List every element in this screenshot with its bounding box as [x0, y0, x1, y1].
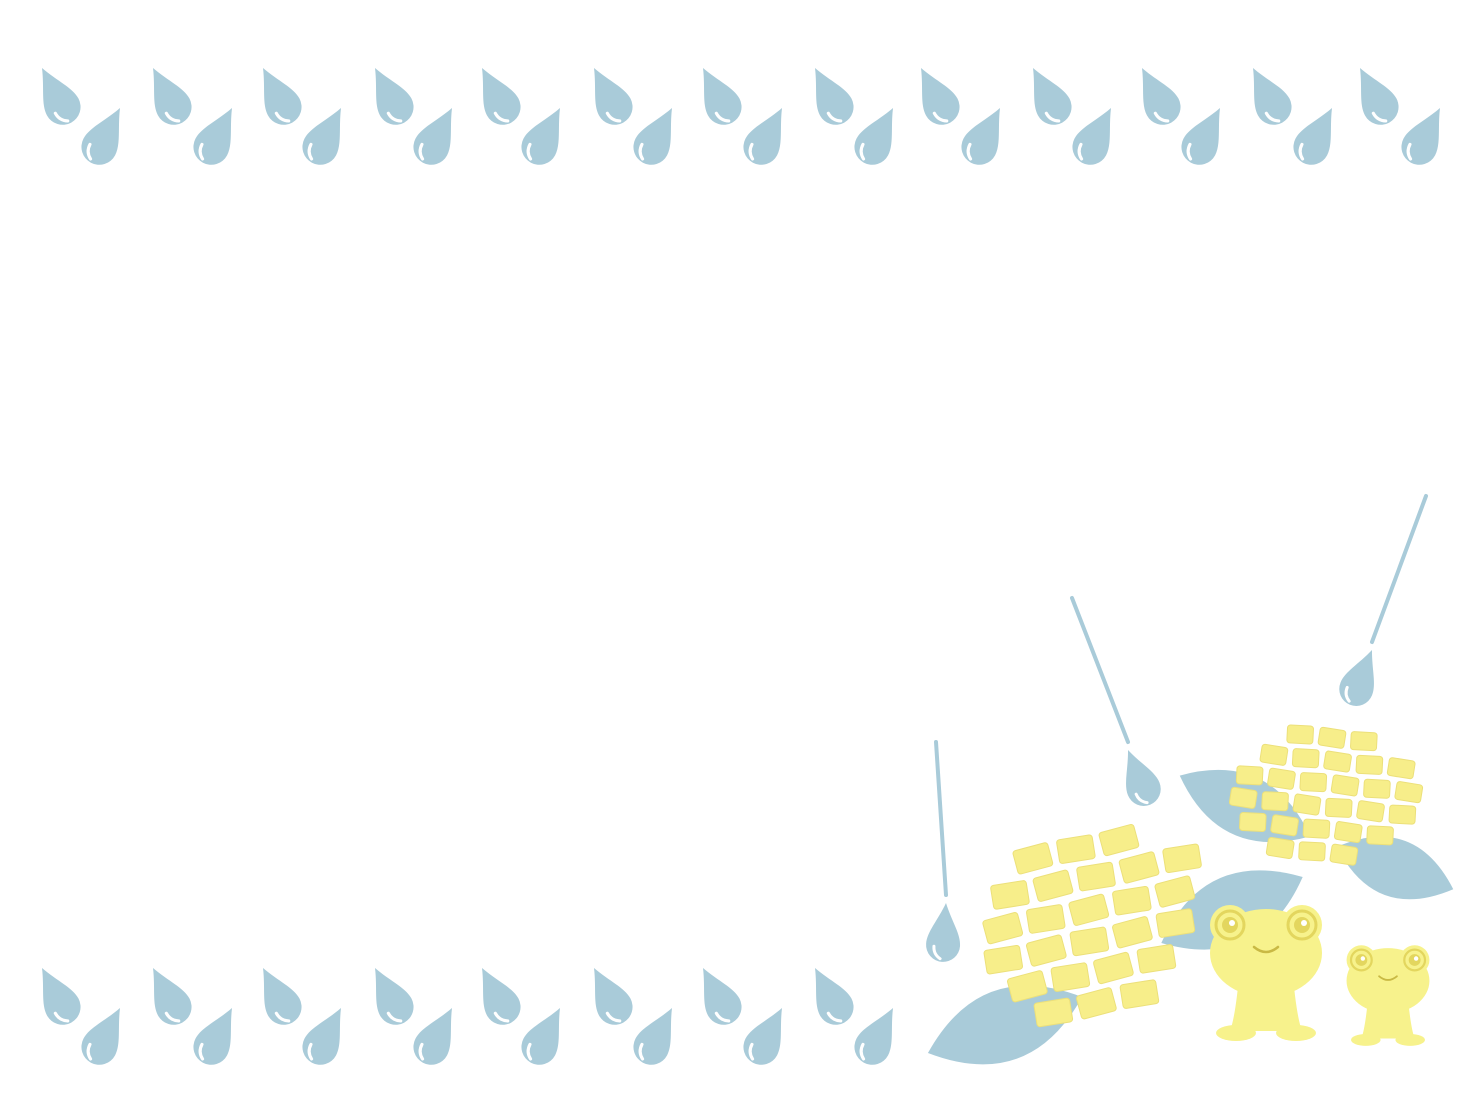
- raindrop-icon: [1339, 650, 1374, 706]
- frog-eye-icon: [1282, 905, 1322, 945]
- hydrangea-flowers: [982, 724, 1424, 1028]
- raindrop-icon: [1033, 68, 1072, 125]
- raindrop-icon: [263, 968, 302, 1025]
- raindrop-icon: [854, 1008, 893, 1065]
- raindrop-icon: [193, 108, 232, 165]
- raindrop-icon: [594, 68, 633, 125]
- raindrop-icon: [594, 968, 633, 1025]
- raindrop-icon: [1253, 68, 1292, 125]
- hydrangea-icon: [1228, 724, 1424, 866]
- raindrop-icon: [482, 68, 521, 125]
- raindrop-icon: [633, 108, 672, 165]
- raindrop-icon: [375, 68, 414, 125]
- raindrop-icon: [42, 68, 81, 125]
- frog-eye-icon: [1210, 905, 1250, 945]
- raindrop-icon: [1181, 108, 1220, 165]
- raindrop-icon: [1142, 68, 1181, 125]
- raindrop-icon: [961, 108, 1000, 165]
- raindrop-icon: [815, 968, 854, 1025]
- falling-raindrops: [926, 494, 1428, 962]
- raindrop-icon: [302, 1008, 341, 1065]
- bottom-raindrop-border: [42, 968, 893, 1065]
- frog-icon: [1346, 945, 1430, 1046]
- raindrop-icon: [42, 968, 81, 1025]
- raindrop-icon: [1401, 108, 1440, 165]
- hydrangea-icon: [982, 823, 1202, 1028]
- raindrop-icon: [1126, 750, 1161, 806]
- raindrop-icon: [703, 68, 742, 125]
- raindrop-icon: [413, 1008, 452, 1065]
- raindrop-icon: [743, 108, 782, 165]
- raindrop-icon: [854, 108, 893, 165]
- raindrop-icon: [1293, 108, 1332, 165]
- raindrop-icon: [153, 968, 192, 1025]
- leaf-icon: [1336, 836, 1454, 900]
- frog-eye-icon: [1399, 945, 1430, 975]
- frogs: [1210, 905, 1430, 1046]
- raindrop-icon: [153, 68, 192, 125]
- top-raindrop-border: [42, 68, 1440, 165]
- raindrop-icon: [263, 68, 302, 125]
- raindrop-icon: [81, 108, 120, 165]
- raindrop-with-trail-icon: [1339, 494, 1428, 706]
- raindrop-icon: [302, 108, 341, 165]
- raindrop-icon: [921, 68, 960, 125]
- raindrop-icon: [521, 1008, 560, 1065]
- raindrop-icon: [1072, 108, 1111, 165]
- raindrop-with-trail-icon: [926, 740, 961, 962]
- raindrop-icon: [81, 1008, 120, 1065]
- raindrop-icon: [926, 903, 961, 962]
- raindrop-with-trail-icon: [1070, 596, 1161, 806]
- raindrop-icon: [521, 108, 560, 165]
- frog-eye-icon: [1346, 945, 1377, 975]
- raindrop-icon: [703, 968, 742, 1025]
- raindrop-icon: [413, 108, 452, 165]
- raindrop-icon: [633, 1008, 672, 1065]
- raindrop-icon: [375, 968, 414, 1025]
- raindrop-icon: [815, 68, 854, 125]
- raindrop-icon: [193, 1008, 232, 1065]
- raindrop-icon: [482, 968, 521, 1025]
- raindrop-icon: [743, 1008, 782, 1065]
- raindrop-icon: [1360, 68, 1399, 125]
- frog-icon: [1210, 905, 1322, 1041]
